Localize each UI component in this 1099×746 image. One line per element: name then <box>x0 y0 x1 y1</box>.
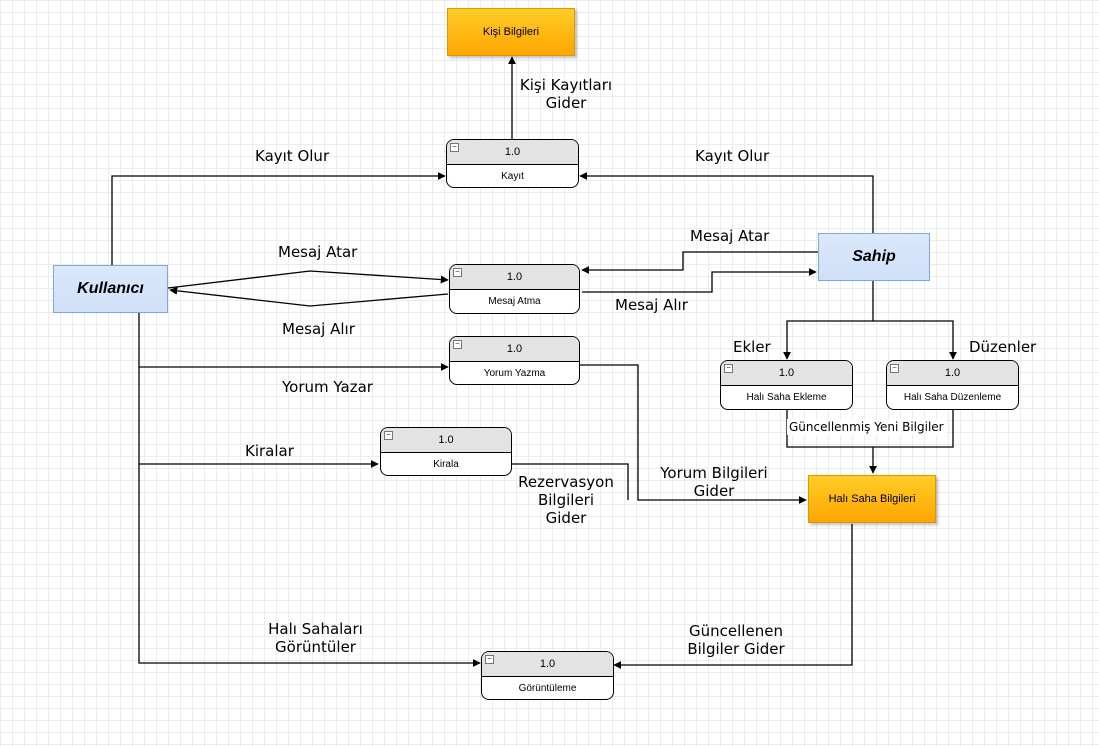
edge-sahip-kayit <box>579 172 874 233</box>
label-mesaj-alir-right: Mesaj Alır <box>615 296 688 314</box>
process-goruntuleme[interactable]: − 1.0 Görüntüleme <box>481 651 614 700</box>
label-hali-sahalari-line2: Görüntüler <box>275 638 356 656</box>
process-kirala[interactable]: − 1.0 Kirala <box>380 427 512 476</box>
store-kisi-bilgileri-label: Kişi Bilgileri <box>482 26 540 38</box>
process-mesaj-atma-name: Mesaj Atma <box>488 296 541 307</box>
process-hali-saha-duzenleme-version: 1.0 <box>944 367 961 379</box>
process-hali-saha-ekleme-name: Halı Saha Ekleme <box>746 392 827 403</box>
process-hali-saha-ekleme[interactable]: − 1.0 Halı Saha Ekleme <box>720 360 853 410</box>
process-hali-saha-ekleme-version: 1.0 <box>778 367 795 379</box>
store-hali-saha-bilgileri-label: Halı Saha Bilgileri <box>828 493 916 505</box>
process-goruntuleme-header: − 1.0 <box>482 652 613 677</box>
edge-yorum-to-store <box>580 364 807 504</box>
process-mesaj-atma-header: − 1.0 <box>450 265 579 290</box>
label-duzenler: Düzenler <box>969 338 1037 356</box>
entity-kullanici-label: Kullanıcı <box>77 280 144 297</box>
label-kisi-kayitlari-line1: Kişi Kayıtları <box>519 76 613 94</box>
entity-sahip-label: Sahip <box>852 248 896 265</box>
edge-store-to-goruntuleme <box>613 524 853 669</box>
label-ekler: Ekler <box>733 338 771 356</box>
edge-sahip-mesaj-atar <box>581 251 818 274</box>
label-mesaj-atar-left: Mesaj Atar <box>278 243 358 261</box>
collapse-icon[interactable]: − <box>724 364 733 373</box>
collapse-icon[interactable]: − <box>450 143 459 152</box>
label-hali-sahalari-line1: Halı Sahaları <box>268 620 363 638</box>
edge-sahip-duzenler <box>873 320 957 360</box>
label-yorum-bilgileri-line2: Gider <box>693 482 735 500</box>
edge-sahip-split <box>783 281 874 360</box>
collapse-icon[interactable]: − <box>384 431 393 440</box>
label-guncellenen-line2: Bilgiler Gider <box>687 640 785 658</box>
label-rezervasyon-line3: Gider <box>545 509 587 527</box>
process-hali-saha-duzenleme[interactable]: − 1.0 Halı Saha Düzenleme <box>886 360 1019 410</box>
process-yorum-yazma[interactable]: − 1.0 Yorum Yazma <box>449 336 580 385</box>
label-guncellenmis-yeni-bilgiler: Güncellenmiş Yeni Bilgiler <box>787 419 946 435</box>
edge-kullanici-goruntuleme <box>138 464 481 667</box>
label-rezervasyon-line1: Rezervasyon <box>518 473 614 491</box>
label-rezervasyon-line2: Bilgileri <box>537 491 595 509</box>
edge-mesaj-alir-kullanici <box>169 286 449 307</box>
collapse-icon[interactable]: − <box>890 364 899 373</box>
process-kayit[interactable]: − 1.0 Kayıt <box>446 139 579 188</box>
process-mesaj-atma-version: 1.0 <box>506 271 523 283</box>
process-goruntuleme-name: Görüntüleme <box>518 682 577 694</box>
label-yorum-yazar: Yorum Yazar <box>282 378 373 396</box>
entity-sahip[interactable]: Sahip <box>818 233 930 281</box>
edge-kullanici-mesaj-atar <box>167 270 449 289</box>
process-hali-saha-duzenleme-name: Halı Saha Düzenleme <box>903 392 1002 403</box>
process-yorum-yazma-version: 1.0 <box>506 343 523 355</box>
edge-kullanici-kayit <box>111 172 446 265</box>
label-yorum-bilgileri-gider: Yorum Bilgileri Gider <box>650 464 778 500</box>
label-rezervasyon-bilgileri-gider: Rezervasyon Bilgileri Gider <box>512 473 620 527</box>
process-kayit-header: − 1.0 <box>447 140 578 165</box>
edge-mesaj-alir-sahip <box>582 268 817 293</box>
label-kayit-olur-left: Kayıt Olur <box>255 147 330 165</box>
label-kisi-kayitlari-line2: Gider <box>545 94 587 112</box>
edge-kirala-to-store <box>512 463 629 500</box>
process-kirala-name: Kirala <box>433 458 459 470</box>
process-kayit-name: Kayıt <box>501 170 524 182</box>
process-kayit-version: 1.0 <box>504 146 521 158</box>
label-kisi-kayitlari-gider: Kişi Kayıtları Gider <box>513 76 619 112</box>
store-hali-saha-bilgileri[interactable]: Halı Saha Bilgileri <box>808 475 936 523</box>
entity-kullanici[interactable]: Kullanıcı <box>53 265 168 313</box>
label-mesaj-alir-left: Mesaj Alır <box>282 320 355 338</box>
process-goruntuleme-version: 1.0 <box>539 658 556 670</box>
store-kisi-bilgileri[interactable]: Kişi Bilgileri <box>447 8 575 56</box>
label-mesaj-atar-right: Mesaj Atar <box>690 227 770 245</box>
label-guncellenen-bilgiler-gider: Güncellenen Bilgiler Gider <box>680 622 792 658</box>
process-hali-saha-duzenleme-header: − 1.0 <box>887 361 1018 386</box>
process-yorum-yazma-name: Yorum Yazma <box>483 367 546 379</box>
collapse-icon[interactable]: − <box>453 340 462 349</box>
collapse-icon[interactable]: − <box>453 268 462 277</box>
label-guncellenen-line1: Güncellenen <box>689 622 783 640</box>
process-yorum-yazma-header: − 1.0 <box>450 337 579 362</box>
process-mesaj-atma[interactable]: − 1.0 Mesaj Atma <box>449 264 580 314</box>
label-hali-sahalari-goruntuler: Halı Sahaları Görüntüler <box>258 620 373 656</box>
label-kayit-olur-right: Kayıt Olur <box>695 147 770 165</box>
collapse-icon[interactable]: − <box>485 655 494 664</box>
process-hali-saha-ekleme-header: − 1.0 <box>721 361 852 386</box>
label-yorum-bilgileri-line1: Yorum Bilgileri <box>660 464 768 482</box>
process-kirala-header: − 1.0 <box>381 428 511 453</box>
label-kiralar: Kiralar <box>245 442 294 460</box>
process-kirala-version: 1.0 <box>438 434 454 446</box>
